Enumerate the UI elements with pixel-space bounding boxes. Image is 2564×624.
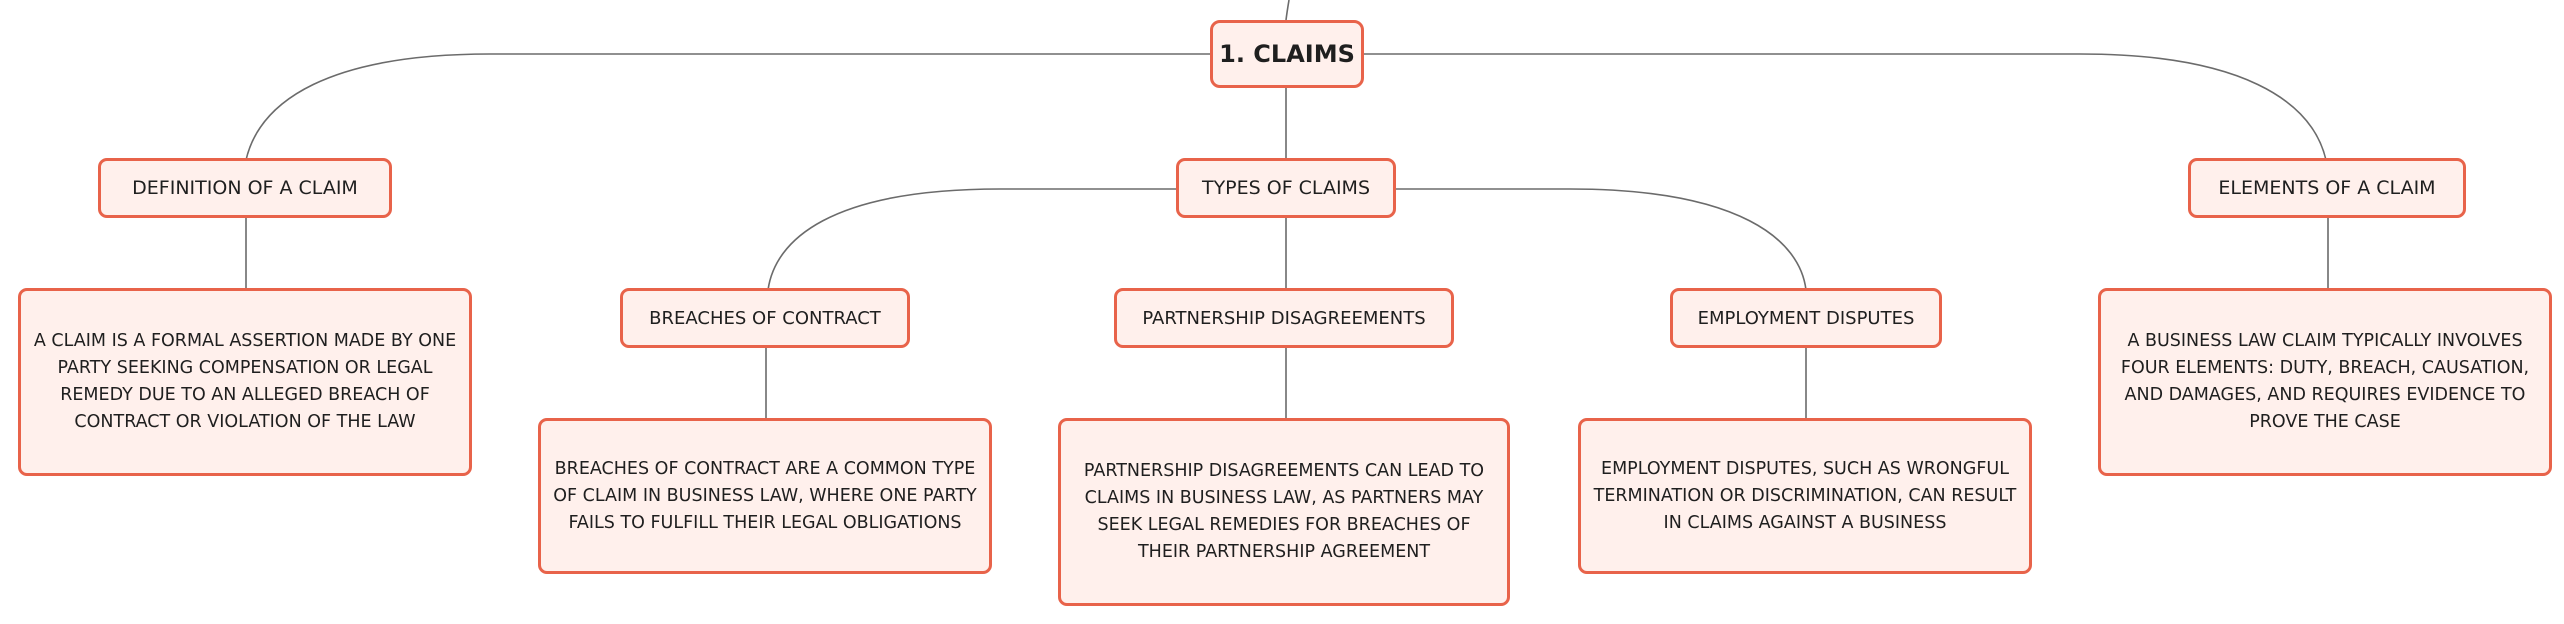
topic-elements-of-a-claim[interactable]: ELEMENTS OF A CLAIM: [2188, 158, 2466, 218]
connector-types-employment: [1394, 188, 1807, 291]
subtopic-employment-disputes[interactable]: EMPLOYMENT DISPUTES: [1670, 288, 1942, 348]
root-node[interactable]: 1. CLAIMS: [1210, 20, 1364, 88]
detail-employment-disputes[interactable]: EMPLOYMENT DISPUTES, SUCH AS WRONGFUL TE…: [1578, 418, 2032, 574]
subtopic-breaches-of-contract[interactable]: BREACHES OF CONTRACT: [620, 288, 910, 348]
topic-types-of-claims[interactable]: TYPES OF CLAIMS: [1176, 158, 1396, 218]
topic-definition-of-a-claim[interactable]: DEFINITION OF A CLAIM: [98, 158, 392, 218]
connector-parent-root: [1285, 0, 1290, 21]
detail-elements-of-a-claim[interactable]: A BUSINESS LAW CLAIM TYPICALLY INVOLVES …: [2098, 288, 2552, 476]
connector-types-breaches: [767, 188, 1178, 291]
subtopic-partnership-disagreements[interactable]: PARTNERSHIP DISAGREEMENTS: [1114, 288, 1454, 348]
detail-definition-of-a-claim[interactable]: A CLAIM IS A FORMAL ASSERTION MADE BY ON…: [18, 288, 472, 476]
detail-partnership-disagreements[interactable]: PARTNERSHIP DISAGREEMENTS CAN LEAD TO CL…: [1058, 418, 1510, 606]
connector-root-elements: [1362, 53, 2327, 161]
connector-root-definition: [245, 53, 1212, 161]
detail-breaches-of-contract[interactable]: BREACHES OF CONTRACT ARE A COMMON TYPE O…: [538, 418, 992, 574]
